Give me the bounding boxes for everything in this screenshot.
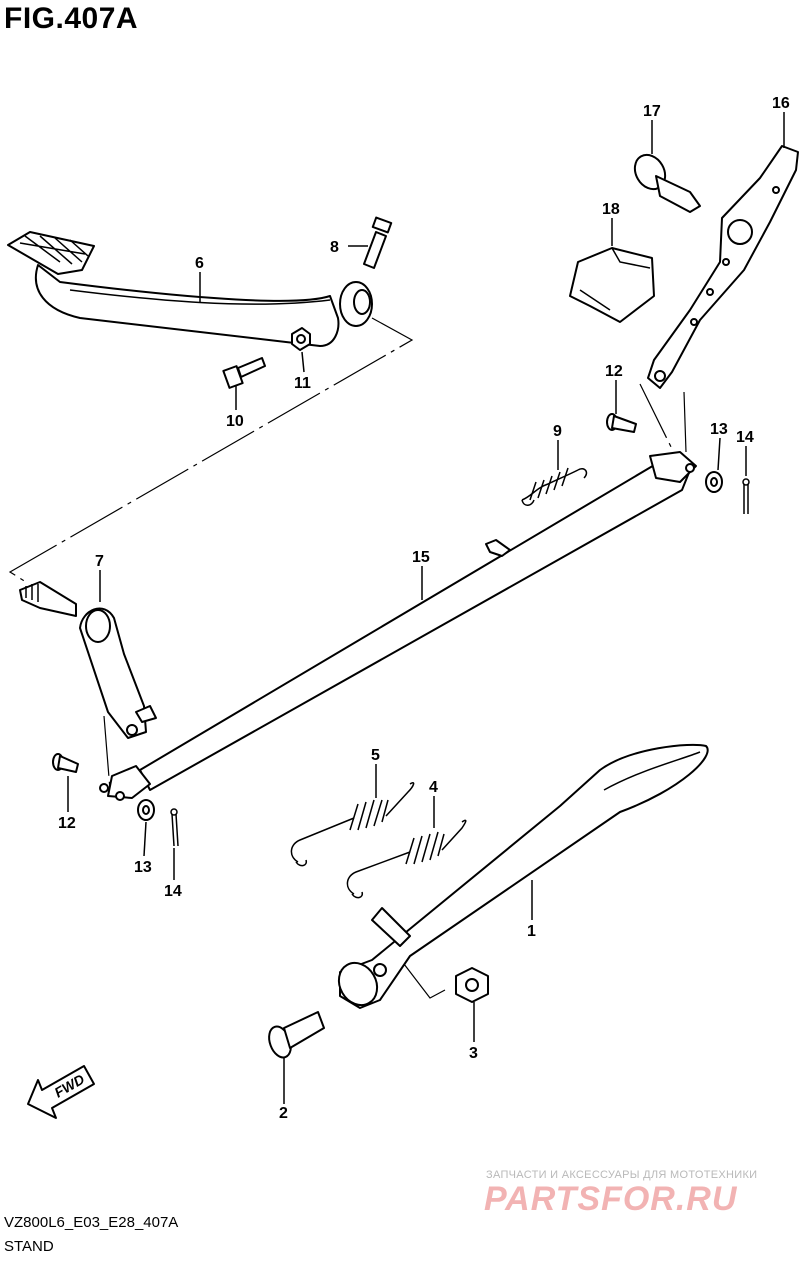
watermark-logo: PARTSFOR.RU (484, 1180, 738, 1218)
plate-16 (647, 145, 799, 389)
bolt-10 (222, 357, 266, 389)
callout-15: 15 (412, 549, 430, 566)
callout-17: 17 (643, 103, 661, 120)
callout-16: 16 (772, 95, 790, 112)
nut-11 (291, 327, 311, 351)
bolt-2 (268, 1011, 325, 1059)
callout-6: 6 (195, 255, 204, 272)
cotter-pin-14-left (170, 808, 179, 847)
pin-12-left (52, 753, 79, 773)
callout-10: 10 (226, 413, 244, 430)
figure-code: VZ800L6_E03_E28_407A (4, 1214, 179, 1231)
nut-3 (455, 967, 489, 1003)
callout-18: 18 (602, 201, 620, 218)
callout-2: 2 (279, 1105, 288, 1122)
callout-labels: 1 2 3 4 5 6 7 8 9 10 11 12 12 13 13 14 1… (58, 95, 790, 1122)
callout-14b: 14 (736, 429, 754, 446)
callout-13b: 13 (710, 421, 728, 438)
rod-15 (99, 451, 697, 801)
callout-1: 1 (527, 923, 536, 940)
spring-9 (521, 467, 588, 506)
figure-title: FIG.407A (4, 2, 139, 35)
spring-4 (346, 819, 467, 899)
bolt-17 (633, 153, 701, 213)
callout-9: 9 (553, 423, 562, 440)
callout-11: 11 (294, 375, 311, 392)
callout-7: 7 (95, 553, 104, 570)
callout-12a: 12 (58, 815, 76, 832)
bolt-8 (363, 216, 393, 269)
spring-5 (290, 781, 415, 867)
leader-lines (67, 112, 785, 1104)
callout-13a: 13 (134, 859, 152, 876)
washer-13-right (705, 471, 723, 493)
figure-name: STAND (4, 1238, 54, 1255)
callout-4: 4 (429, 779, 438, 796)
washer-13-left (137, 799, 155, 821)
arm-7 (19, 581, 157, 739)
callout-5: 5 (371, 747, 380, 764)
fwd-arrow-icon: FWD (27, 1065, 95, 1119)
callout-8: 8 (330, 239, 339, 256)
callout-12b: 12 (605, 363, 623, 380)
watermark-subtitle: ЗАПЧАСТИ И АКСЕССУАРЫ ДЛЯ МОТОТЕХНИКИ (486, 1169, 758, 1181)
cover-18 (569, 247, 655, 323)
brake-pedal (7, 231, 373, 347)
callout-14a: 14 (164, 883, 182, 900)
callout-3: 3 (469, 1045, 478, 1062)
cotter-pin-14-right (742, 478, 750, 514)
pin-12-right (606, 413, 637, 433)
side-stand-1 (337, 743, 709, 1009)
reference-lines (8, 317, 687, 999)
